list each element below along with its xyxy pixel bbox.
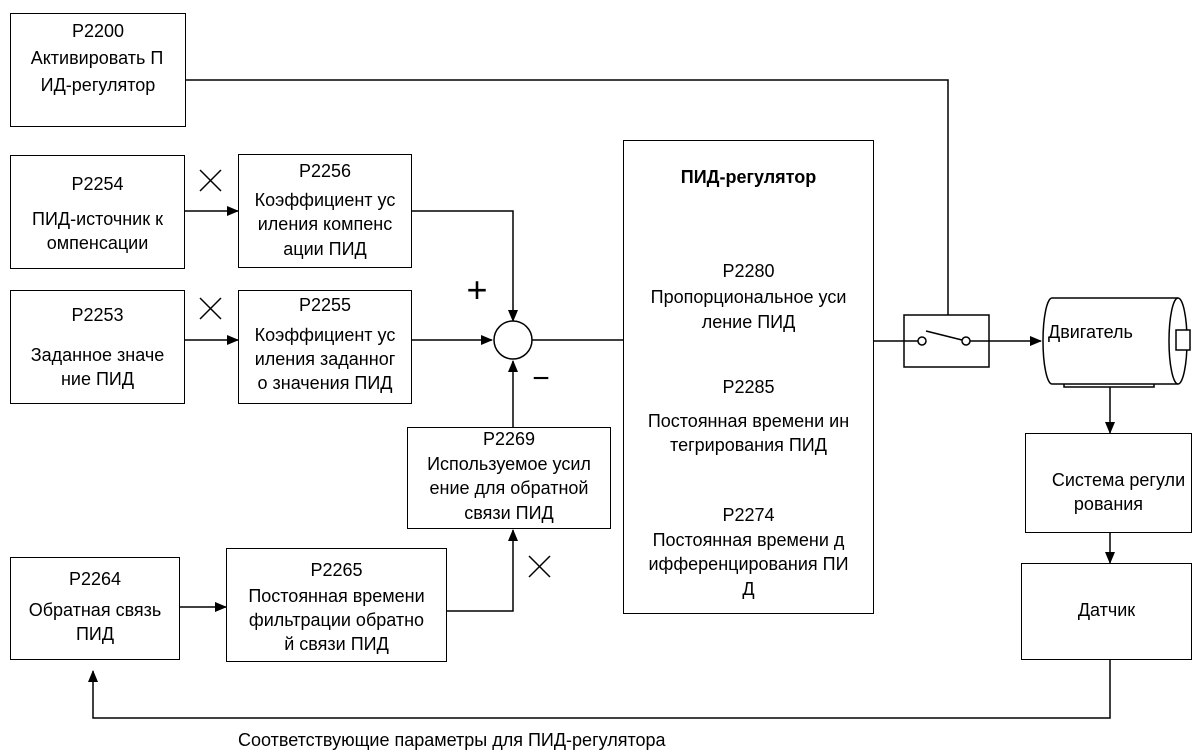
p2200-line2: ИД-регулятор xyxy=(40,75,156,95)
p2264-code: P2264 xyxy=(68,569,122,589)
p2265-line2: фильтрации обратно xyxy=(248,610,425,630)
p2255-line1: Коэффициент ус xyxy=(254,325,396,345)
switch-blade xyxy=(925,330,963,341)
p2274-line2: ифференцирования ПИ xyxy=(648,554,849,574)
p2254-line2: омпенсации xyxy=(46,233,149,253)
p2256-code: P2256 xyxy=(298,161,352,181)
p2254-line1: ПИД-источник к xyxy=(32,209,163,229)
p2269-line1: Используемое усил xyxy=(427,454,591,474)
p2253-code: P2253 xyxy=(71,305,124,325)
arrow-p2256-sum xyxy=(412,210,518,322)
p2274-line1: Постоянная времени д xyxy=(652,530,845,550)
p2265-line3: й связи ПИД xyxy=(284,634,389,654)
p2265-code: P2265 xyxy=(310,560,363,580)
p2269-line2: ение для обратной xyxy=(429,478,589,498)
p2269-line3: связи ПИД xyxy=(464,503,554,523)
p2269-code: P2269 xyxy=(482,429,536,449)
switch-contact-left xyxy=(917,336,927,346)
p2285-line2: тегрирования ПИД xyxy=(670,435,827,455)
p2253-box: P2253 Заданное значе ние ПИД xyxy=(10,290,185,404)
p2256-box: P2256 Коэффициент ус иления компенс ации… xyxy=(238,154,412,268)
diagram-caption: Соответствующие параметры для ПИД-регуля… xyxy=(238,730,666,750)
p2264-box: P2264 Обратная связь ПИД xyxy=(10,557,180,660)
p2200-line1: Активировать П xyxy=(30,48,164,68)
motor-label: Двигатель xyxy=(1048,322,1133,342)
plus-sign: + xyxy=(466,269,488,310)
p2280-code: P2280 xyxy=(722,261,775,281)
minus-sign: − xyxy=(532,362,550,395)
sensor-box: Датчик xyxy=(1021,563,1192,660)
control-system-line2: рования xyxy=(1073,494,1144,514)
control-system-box: Система регули рования xyxy=(1025,433,1192,533)
p2255-box: P2255 Коэффициент ус иления заданног о з… xyxy=(238,290,412,404)
pid-title: ПИД-регулятор xyxy=(680,167,817,187)
p2285-line1: Постоянная времени ин xyxy=(647,411,850,431)
cross-mark-feedback xyxy=(528,555,551,578)
p2254-box: P2254 ПИД-источник к омпенсации xyxy=(10,155,185,269)
p2274-code: P2274 xyxy=(722,505,775,525)
pid-regulator-box: ПИД-регулятор P2280 Пропорциональное уси… xyxy=(623,140,874,614)
p2253-line1: Заданное значе xyxy=(30,345,165,365)
p2256-line3: ации ПИД xyxy=(283,239,367,259)
p2256-line1: Коэффициент ус xyxy=(254,190,396,210)
control-system-line1: Система регули xyxy=(1051,470,1186,490)
p2269-box: P2269 Используемое усил ение для обратно… xyxy=(407,427,611,529)
p2253-line2: ние ПИД xyxy=(60,369,135,389)
p2256-line2: иления компенс xyxy=(257,214,393,234)
enable-line xyxy=(185,79,949,334)
p2255-line2: иления заданног xyxy=(254,349,396,369)
p2265-line1: Постоянная времени xyxy=(248,586,425,606)
p2280-line2: ление ПИД xyxy=(701,312,796,332)
p2265-box: P2265 Постоянная времени фильтрации обра… xyxy=(226,548,447,662)
p2200-code: P2200 xyxy=(71,21,125,41)
arrow-feedback xyxy=(88,660,1111,719)
p2254-code: P2254 xyxy=(71,174,124,194)
arrow-p2265-p2269 xyxy=(447,529,518,612)
motor-icon xyxy=(1042,297,1191,385)
p2280-line1: Пропорциональное уси xyxy=(650,287,847,307)
cross-mark-p2254 xyxy=(199,169,222,192)
p2264-line1: Обратная связь xyxy=(28,600,162,620)
p2285-code: P2285 xyxy=(722,377,775,397)
sensor-label: Датчик xyxy=(1077,600,1136,620)
p2274-line3: Д xyxy=(742,579,755,599)
summing-junction xyxy=(493,320,533,360)
p2264-line2: ПИД xyxy=(75,624,115,644)
switch-contact-right xyxy=(961,336,971,346)
p2255-code: P2255 xyxy=(298,295,352,315)
p2255-line3: о значения ПИД xyxy=(257,373,393,393)
p2200-box: P2200 Активировать П ИД-регулятор xyxy=(10,13,186,127)
cross-mark-p2253 xyxy=(199,297,222,320)
